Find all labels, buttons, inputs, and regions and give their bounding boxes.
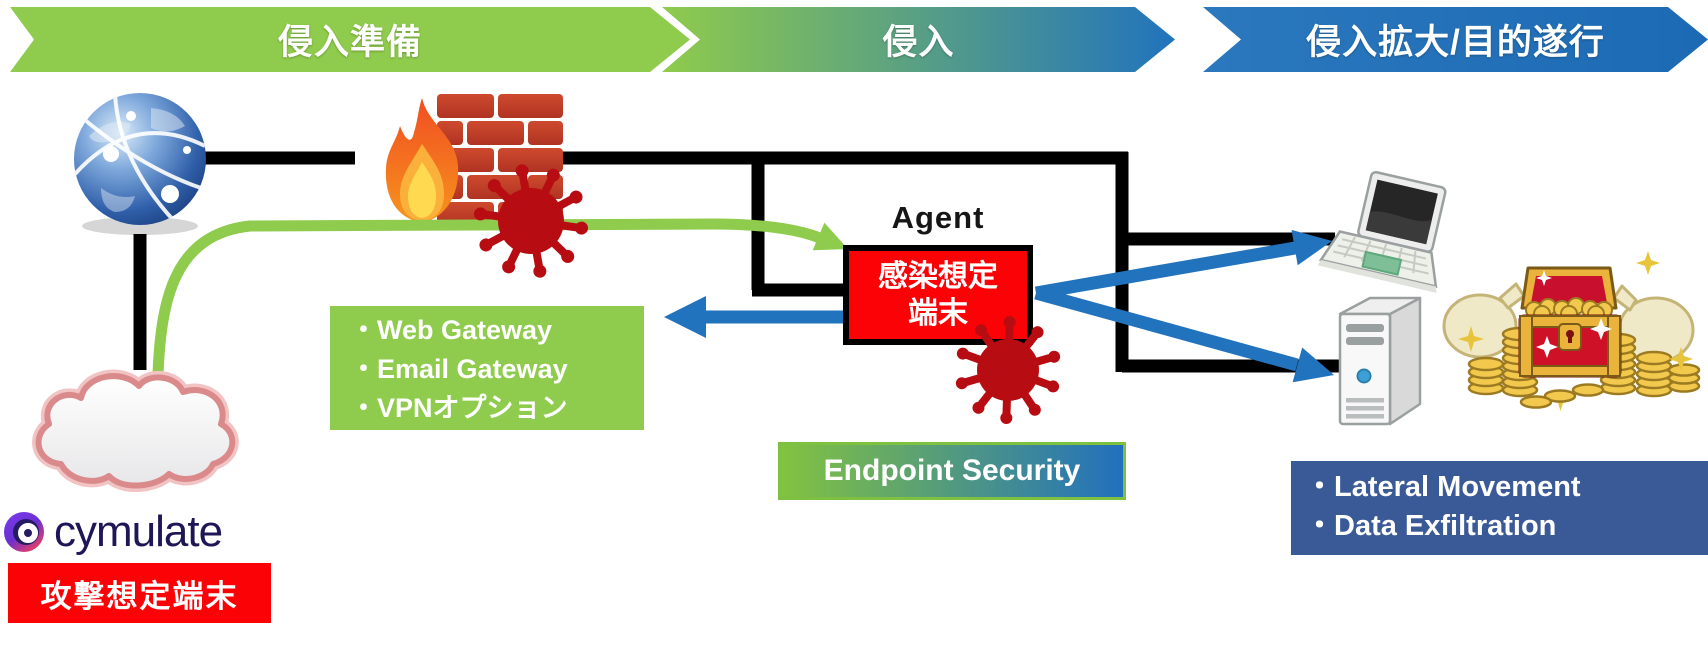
laptop-icon	[1317, 170, 1447, 293]
flame-icon	[385, 98, 459, 222]
cloud-icon	[32, 369, 239, 493]
infected-host-line2: 端末	[908, 297, 968, 330]
cymulate-logo-mark	[4, 512, 44, 552]
endpoint-security-label: Endpoint Security	[823, 454, 1081, 487]
infected-host-box: 感染想定 端末	[843, 245, 1033, 345]
result-arrows	[664, 229, 1334, 383]
gateway-item: ・Email Gateway	[350, 354, 568, 384]
attacker-host-box: 攻撃想定端末	[8, 563, 271, 623]
gateway-item: ・Web Gateway	[350, 315, 553, 345]
treasure-chest-icon	[1442, 251, 1701, 411]
stage-label: 侵入拡大/目的遂行	[1306, 23, 1605, 62]
cymulate-logo: cymulate	[2, 507, 223, 556]
stage-label: 侵入準備	[277, 23, 422, 62]
gateway-controls-box: ・Web Gateway ・Email Gateway ・VPNオプション	[330, 306, 644, 430]
server-tower-icon	[1338, 296, 1422, 426]
attacker-host-label: 攻撃想定端末	[40, 578, 239, 614]
stage-banner-expansion: 侵入拡大/目的遂行	[1203, 7, 1708, 72]
attack-path-arrow	[152, 218, 848, 380]
brand-name: cymulate	[54, 507, 223, 556]
endpoint-security-box: Endpoint Security	[778, 442, 1126, 500]
objective-box: ・Lateral Movement ・Data Exfiltration	[1291, 461, 1708, 555]
stage-label: 侵入	[882, 23, 955, 62]
objective-item: ・Data Exfiltration	[1305, 510, 1557, 542]
virus-icon	[950, 316, 1066, 428]
agent-label: Agent	[891, 200, 985, 235]
stage-banner-preparation: 侵入準備	[10, 7, 690, 72]
objective-item: ・Lateral Movement	[1305, 471, 1581, 503]
gateway-item: ・VPNオプション	[350, 393, 568, 423]
virus-icon	[473, 163, 589, 279]
infected-host-line1: 感染想定	[878, 260, 998, 293]
globe-icon	[74, 93, 206, 235]
stage-banner-intrusion: 侵入	[662, 7, 1175, 72]
network-lines	[133, 151, 1340, 373]
